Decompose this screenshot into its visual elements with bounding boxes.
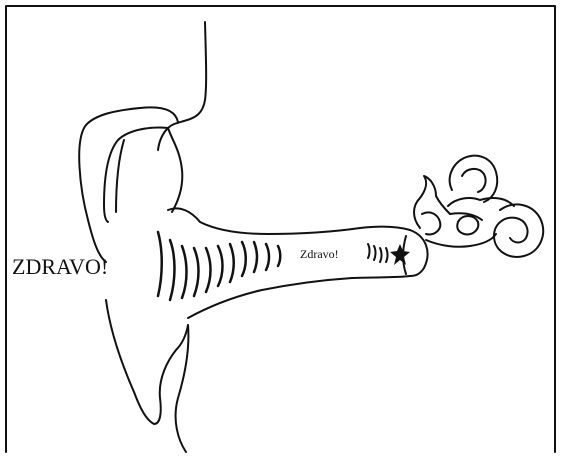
nerve: [426, 234, 496, 247]
pinna-inner-fold: [104, 128, 168, 223]
canal-upper-wall: [168, 208, 410, 234]
pinna-outline: [79, 22, 206, 262]
pinna-inner-line: [116, 140, 124, 212]
frame-border: [6, 6, 555, 452]
canal-lower-wall: [188, 276, 410, 318]
wave-arc: [170, 240, 175, 300]
wave-arc: [278, 246, 280, 266]
small-wave-arc: [368, 244, 370, 258]
small-wave-arc: [374, 246, 376, 260]
small-wave-arc: [386, 248, 388, 262]
wave-arc: [158, 232, 162, 296]
vestibule: [448, 198, 514, 220]
small-wave-arc: [380, 248, 382, 262]
oval-window: [457, 216, 478, 234]
wave-arc: [230, 244, 234, 282]
wave-arc: [218, 246, 223, 286]
outside-sound-label: ZDRAVO!: [12, 254, 108, 279]
sound-waves-quiet: [368, 244, 388, 262]
wave-arc: [206, 248, 211, 292]
wave-arc: [266, 244, 269, 270]
semicircular-canal-top: [450, 156, 498, 202]
wave-arc: [182, 246, 187, 298]
cochlea: [494, 204, 543, 256]
inside-sound-label: Zdravo!: [300, 247, 339, 261]
ear-canal: [168, 208, 428, 318]
ossicles: [414, 176, 450, 234]
eardrum: [410, 230, 428, 276]
outer-ear: [79, 22, 206, 452]
wave-arc: [194, 248, 199, 296]
inner-ear: [414, 156, 543, 257]
pinna-front: [168, 128, 182, 212]
wave-arc: [254, 242, 257, 272]
wave-arc: [242, 242, 246, 276]
impact-star-icon: [390, 244, 410, 265]
